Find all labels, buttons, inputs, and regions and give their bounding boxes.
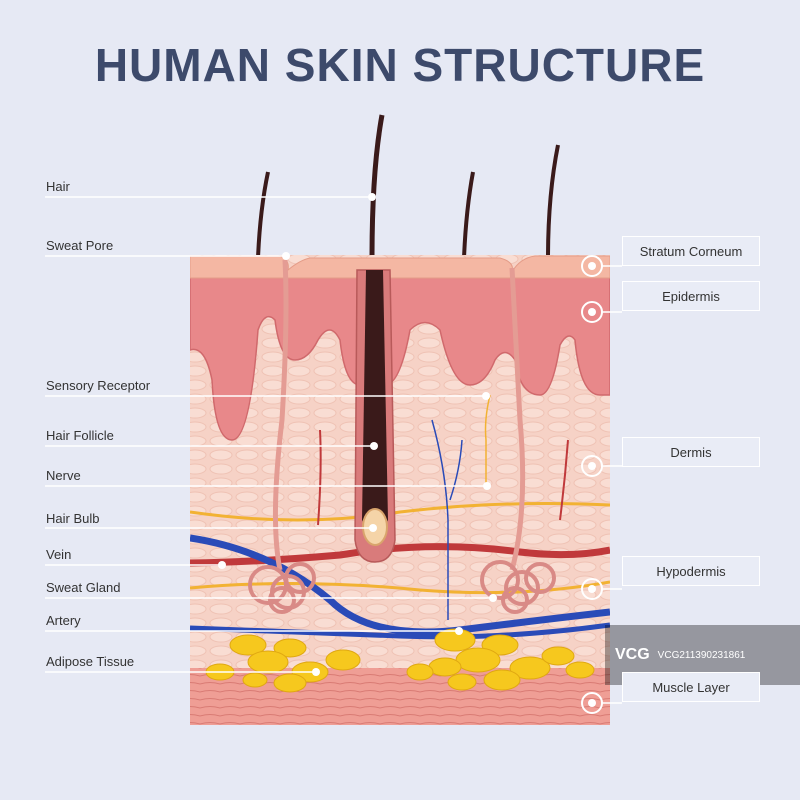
label-sweat-gland: Sweat Gland xyxy=(46,580,121,595)
label-hair-follicle: Hair Follicle xyxy=(46,428,114,443)
hair-strand xyxy=(546,144,560,259)
label-sweat-pore: Sweat Pore xyxy=(46,238,114,253)
artery-vessel xyxy=(190,543,610,567)
hair-strand xyxy=(369,114,385,259)
label-vein: Vein xyxy=(46,547,72,562)
stratum-corneum-layer xyxy=(190,255,610,279)
watermark-logo: VCG xyxy=(615,646,650,663)
label-epidermis: Epidermis xyxy=(622,281,760,311)
artery-branch xyxy=(317,429,322,526)
label-stratum-corneum: Stratum Corneum xyxy=(622,236,760,266)
label-adipose-tissue: Adipose Tissue xyxy=(46,654,135,669)
hair-strand xyxy=(462,171,475,259)
vein-branch xyxy=(431,419,449,620)
vein-branch xyxy=(449,439,463,501)
label-dermis: Dermis xyxy=(622,437,760,467)
diagram-title: HUMAN SKIN STRUCTURE xyxy=(94,39,706,91)
adipose-cells xyxy=(205,628,595,693)
label-hair-bulb: Hair Bulb xyxy=(46,511,100,526)
artery-branch xyxy=(559,439,569,521)
label-hair: Hair xyxy=(46,179,70,194)
left-leader-lines xyxy=(45,196,493,673)
label-muscle-layer: Muscle Layer xyxy=(622,672,760,702)
hair-root xyxy=(362,270,388,530)
label-artery: Artery xyxy=(46,613,81,628)
sweat-duct xyxy=(509,267,526,571)
watermark-id: VCG211390231861 xyxy=(657,649,746,661)
vein-vessel xyxy=(190,534,610,636)
hair-strand xyxy=(256,171,270,259)
sweat-duct xyxy=(272,259,289,571)
label-hypodermis: Hypodermis xyxy=(622,556,760,586)
leader-dots xyxy=(218,193,497,676)
epidermis-layer xyxy=(190,269,610,441)
right-markers xyxy=(581,255,622,714)
sweat-gland-coil xyxy=(480,560,556,614)
nerve-branch xyxy=(484,394,491,485)
nerve-line xyxy=(190,502,610,522)
label-nerve: Nerve xyxy=(46,468,81,483)
sweat-gland-coil xyxy=(248,562,316,614)
label-sensory-receptor: Sensory Receptor xyxy=(46,378,151,393)
